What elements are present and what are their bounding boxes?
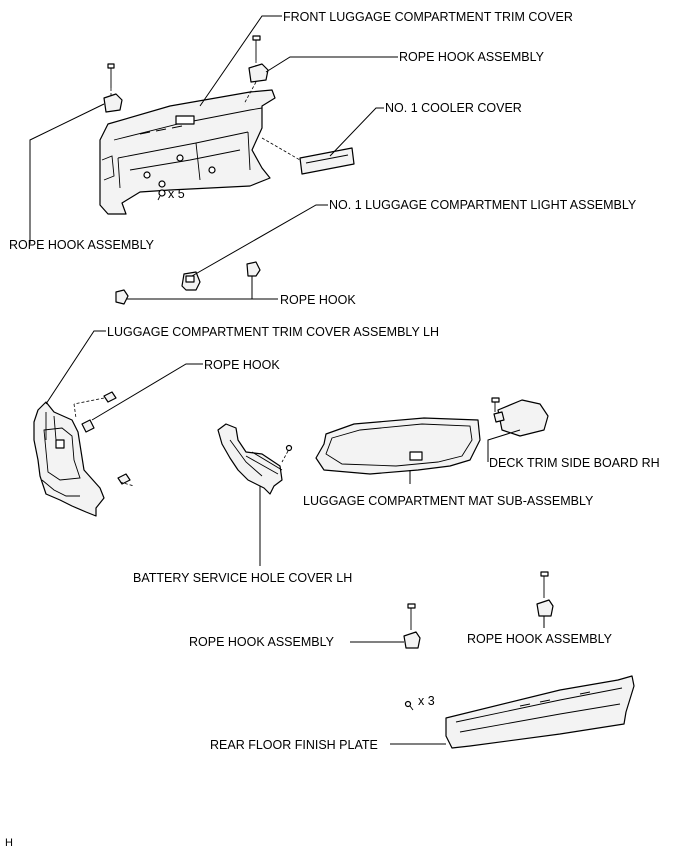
label-rope-hook-assembly-left: ROPE HOOK ASSEMBLY	[9, 238, 154, 252]
deck-side-board	[491, 397, 549, 437]
rope-hook-assembly-top	[243, 35, 269, 105]
label-rope-hook-lower: ROPE HOOK	[204, 358, 280, 372]
rope-hook-mid-right	[246, 261, 261, 277]
label-light-assembly: NO. 1 LUGGAGE COMPARTMENT LIGHT ASSEMBLY	[329, 198, 637, 212]
label-rope-hook-mid: ROPE HOOK	[280, 293, 356, 307]
label-rope-hook-assembly-bottom-left: ROPE HOOK ASSEMBLY	[189, 635, 334, 649]
label-front-trim-cover: FRONT LUGGAGE COMPARTMENT TRIM COVER	[283, 10, 573, 24]
trim-cover-fasteners	[73, 391, 135, 487]
label-qty-clips-top: x 5	[168, 187, 185, 201]
label-deck-side-board: DECK TRIM SIDE BOARD RH	[489, 456, 660, 470]
clip-x5	[157, 189, 166, 201]
luggage-mat	[315, 417, 481, 475]
label-rope-hook-assembly-top: ROPE HOOK ASSEMBLY	[399, 50, 544, 64]
label-rear-floor-plate: REAR FLOOR FINISH PLATE	[210, 738, 378, 752]
front-trim-cover	[99, 89, 276, 215]
battery-cover	[217, 423, 293, 495]
label-mat-sub-assembly: LUGGAGE COMPARTMENT MAT SUB-ASSEMBLY	[303, 494, 594, 508]
label-qty-clips-bottom: x 3	[418, 694, 435, 708]
leader-lines	[29, 15, 545, 745]
label-battery-cover: BATTERY SERVICE HOLE COVER LH	[133, 571, 353, 585]
rope-hook-assembly-bottom-right	[536, 571, 554, 617]
luggage-light	[181, 271, 201, 291]
rear-floor-plate	[404, 675, 635, 749]
cooler-cover	[261, 137, 355, 175]
label-trim-cover-lh: LUGGAGE COMPARTMENT TRIM COVER ASSEMBLY …	[107, 325, 440, 339]
label-corner-code: H	[5, 837, 13, 849]
rope-hook-assembly-bottom-left	[403, 603, 421, 649]
label-rope-hook-assembly-bottom-right: ROPE HOOK ASSEMBLY	[467, 632, 612, 646]
label-cooler-cover: NO. 1 COOLER COVER	[385, 101, 522, 115]
rope-hook-assembly-top-left	[103, 63, 123, 113]
rope-hook-mid-left	[115, 289, 129, 305]
trim-cover-lh	[33, 401, 105, 517]
